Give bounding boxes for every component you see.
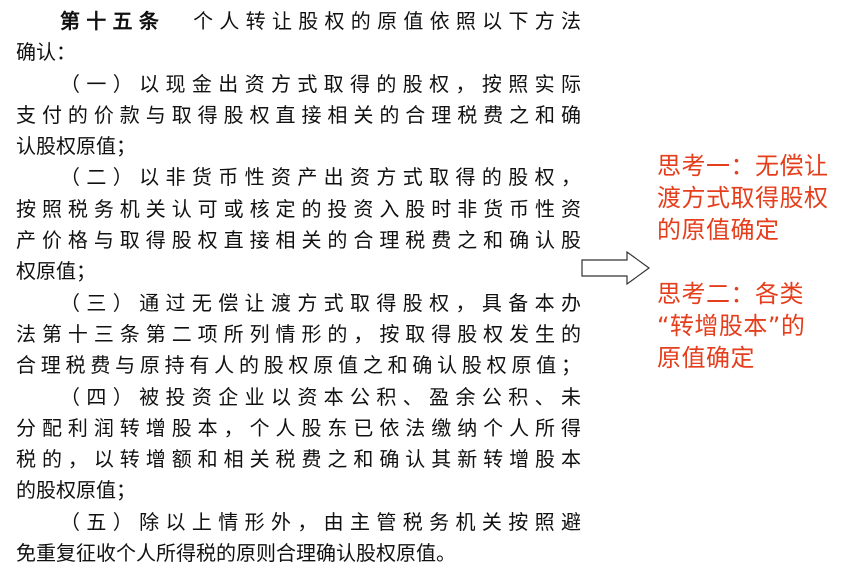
clause-1-line: （一）以现金出资方式取得的股权，按照实际 <box>60 71 581 96</box>
note-1-line: 的原值确定 <box>657 216 780 244</box>
clause-4-line: （四）被投资企业以资本公积、盈余公积、未 <box>60 384 581 409</box>
note-1-line: 思考一：无偿让 <box>657 152 829 180</box>
clause-2-line: 权原值； <box>16 259 96 284</box>
note-1-line: 渡方式取得股权 <box>657 184 829 212</box>
clause-1-line: 认股权原值； <box>16 134 136 159</box>
clause-4-line: 的股权原值； <box>16 478 136 503</box>
note-2: 思考二：各类 “转增股本”的 原值确定 <box>657 278 857 374</box>
article-line: 确认： <box>16 40 76 65</box>
clause-2-line: 产价格与取得股权直接相关的合理税费之和确认股 <box>16 228 581 253</box>
article-text: 第十五条 个人转让股权的原值依照以下方法 确认： （一）以现金出资方式取得的股权，… <box>16 6 581 569</box>
note-1: 思考一：无偿让 渡方式取得股权 的原值确定 <box>657 150 857 246</box>
article-heading-line: 第十五条 个人转让股权的原值依照以下方法 <box>16 6 581 37</box>
clause-2-line: 按照税务机关认可或核定的投资入股时非货币性资 <box>16 196 581 221</box>
clause-3-line: 合理税费与原持有人的股权原值之和确认股权原值； <box>16 353 581 378</box>
note-2-line: “转增股本”的 <box>657 312 806 340</box>
clause-2-line: （二）以非货币性资产出资方式取得的股权， <box>60 165 581 190</box>
annotation-panel: 思考一：无偿让 渡方式取得股权 的原值确定 思考二：各类 “转增股本”的 原值确… <box>657 150 857 406</box>
clause-1-line: 支付的价款与取得股权直接相关的合理税费之和确 <box>16 102 581 127</box>
note-2-line: 原值确定 <box>657 344 755 372</box>
clause-4-line: 税的，以转增额和相关税费之和确认其新转增股本 <box>16 447 581 472</box>
clause-5-line: （五）除以上情形外，由主管税务机关按照避 <box>60 509 581 534</box>
right-arrow-icon <box>581 250 651 286</box>
clause-3-line: 法第十三条第二项所列情形的，按取得股权发生的 <box>16 321 581 346</box>
article-intro: 个人转让股权的原值依照以下方法 <box>193 9 582 33</box>
clause-4-line: 分配利润转增股本，个人股东已依法缴纳个人所得 <box>16 415 581 440</box>
clause-3-line: （三）通过无偿让渡方式取得股权，具备本办 <box>60 290 581 315</box>
article-title: 第十五条 <box>60 9 166 33</box>
clause-5-line: 免重复征收个人所得税的原则合理确认股权原值。 <box>16 541 456 566</box>
note-2-line: 思考二：各类 <box>657 280 804 308</box>
